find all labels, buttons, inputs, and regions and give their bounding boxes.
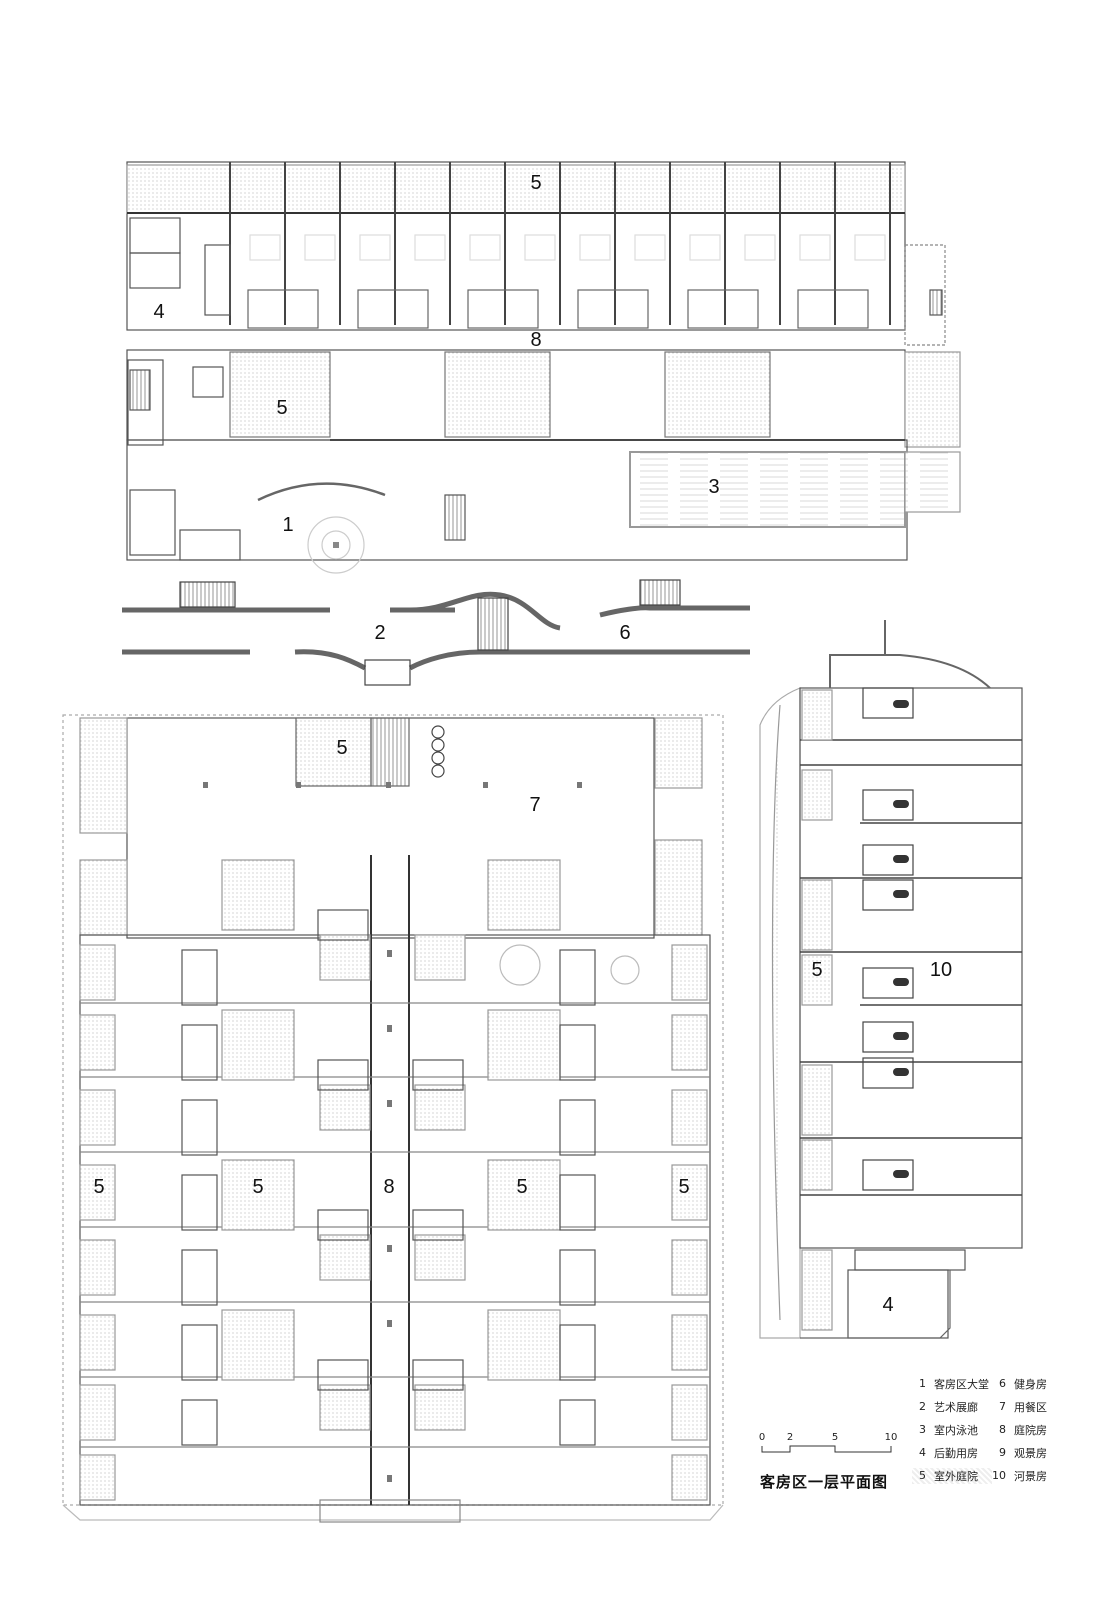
room-label-outdoor-courtyard: 5 (276, 397, 288, 419)
east-river-view-wing (759, 620, 1023, 1339)
courtyard-rooms-row (126, 349, 961, 448)
room-label-outdoor-courtyard: 5 (516, 1176, 528, 1198)
room-label-back-of-house: 4 (882, 1294, 894, 1316)
north-guest-block (126, 161, 946, 346)
scale-bar-line (761, 1445, 892, 1453)
room-label-indoor-pool: 3 (708, 476, 720, 498)
room-label-outdoor-courtyard: 5 (530, 172, 542, 194)
scale-tick: 10 (884, 1432, 898, 1443)
room-label-courtyard-room: 8 (530, 329, 542, 351)
room-label-outdoor-courtyard: 5 (252, 1176, 264, 1198)
room-label-dining-area: 7 (529, 794, 541, 816)
scale-tick: 0 (758, 1432, 766, 1443)
room-label-gym: 6 (619, 622, 631, 644)
room-label-art-gallery: 2 (374, 622, 386, 644)
room-label-back-of-house: 4 (153, 301, 165, 323)
gallery-corridor (122, 579, 750, 686)
room-label-river-view-room: 10 (929, 959, 953, 981)
room-label-lobby: 1 (282, 514, 294, 536)
south-courtyard-block (62, 714, 724, 1523)
scale-tick: 5 (831, 1432, 839, 1443)
room-label-outdoor-courtyard: 5 (336, 737, 348, 759)
scale-tick: 2 (786, 1432, 794, 1443)
drawing-title: 客房区一层平面图 (760, 1473, 889, 1491)
room-label-outdoor-courtyard: 5 (93, 1176, 105, 1198)
scale-bar: 0 2 5 10 (758, 1432, 900, 1462)
room-label-outdoor-courtyard: 5 (678, 1176, 690, 1198)
lobby-pool-block (126, 439, 961, 574)
room-label-courtyard-room: 8 (383, 1176, 395, 1198)
room-label-outdoor-courtyard: 5 (811, 959, 823, 981)
